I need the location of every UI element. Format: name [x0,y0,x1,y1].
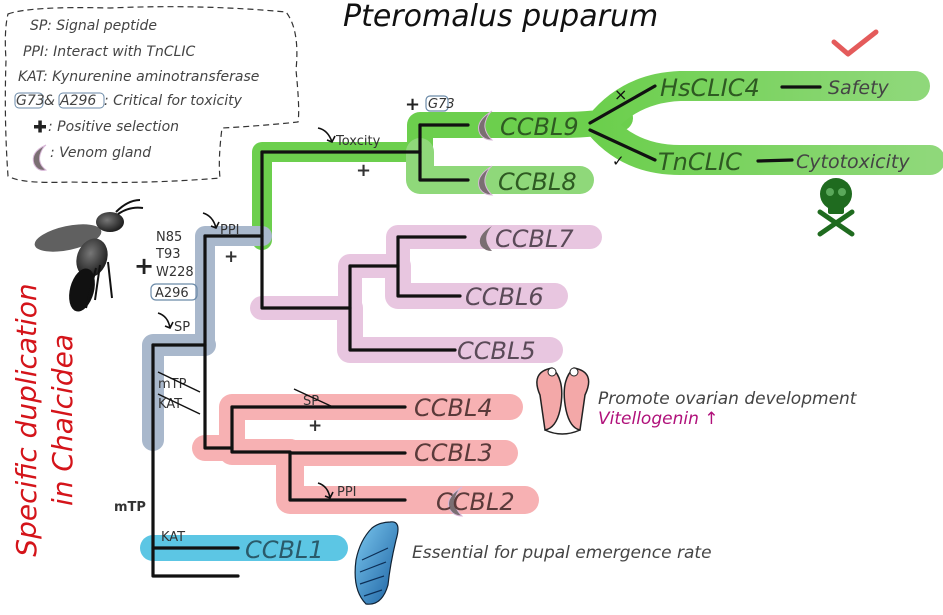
arrow-icon [202,212,220,230]
venom-gland-icon [32,144,48,171]
gene-ccbl7: CCBL7 [495,225,574,253]
wasp-icon [34,199,144,312]
side-label-line1: Specific duplication [10,283,43,556]
ovary-icon [536,367,590,435]
skull-icon [817,178,855,237]
site-a296: A296 [155,286,189,301]
strikethrough-mtp [157,371,201,393]
function-annotations: Promote ovarian development Vitellogenin… [354,367,858,605]
gene-ccbl9: CCBL9 [500,113,579,141]
branch-node2 [203,234,234,450]
legend-amp: & [44,93,55,109]
annotation-g73: G73 [428,97,455,112]
legend-border [4,6,300,184]
branch-annotations: Toxcity + + G73 PPI + N85 T93 W228 A296 … [114,94,455,545]
check-icon [831,29,879,57]
diagram-title: Pteromalus puparum [343,0,658,34]
plus-icon: + [308,416,322,436]
legend-g73: G73 [16,93,45,109]
arrow-icon [317,127,336,144]
annotation-ppi-top: PPI [220,223,240,238]
target-hsclic4: HsCLIC4 [660,74,760,102]
legend: SP: Signal peptide PPI: Interact with Tn… [4,6,300,184]
annotation-sp-lost: SP [303,394,319,409]
annotation-toxicity: Toxcity [335,134,381,149]
site-w228: W228 [156,265,194,280]
legend-kat: KAT: Kynurenine aminotransferase [18,69,259,85]
legend-critical-sites: G73 & A296 : Critical for toxicity [14,92,243,109]
gene-labels: CCBL9 CCBL8 CCBL7 CCBL6 CCBL5 CCBL4 CCBL… [245,113,579,564]
branch-ccbl89 [418,123,470,182]
gene-ccbl2: CCBL2 [436,488,515,516]
gene-ccbl4: CCBL4 [414,394,493,422]
branch-to-hsclic4 [588,84,657,125]
legend-a296: A296 [59,93,96,109]
gene-ccbl1: CCBL1 [245,536,324,564]
arrow-icon [157,312,174,330]
gene-ccbl5: CCBL5 [457,337,536,365]
branch-pink-node [348,264,457,352]
target-safety: Safety [828,77,890,99]
connector-tn-cytotox [756,158,794,163]
gene-ccbl3: CCBL3 [414,439,493,467]
branch-node3 [260,150,352,310]
plus-icon: + [134,252,154,280]
gene-ccbl6: CCBL6 [465,283,544,311]
plus-icon: + [224,247,238,267]
function-vitellogenin: Vitellogenin ↑ [598,409,719,429]
no-binding-mark: × [614,85,627,104]
annotation-kat-lost: KAT [158,397,182,412]
plus-icon [34,120,46,133]
annotation-mtp: mTP [114,500,146,515]
strikethrough-kat [157,393,201,415]
site-n85: N85 [156,230,182,245]
gene-ccbl8: CCBL8 [498,168,577,196]
target-cytotoxicity: Cytotoxicity [796,151,910,173]
arrow-icon [317,482,334,500]
binding-check-mark: ✓ [612,152,625,170]
legend-sp: SP: Signal peptide [30,18,157,34]
venom-gland-icon [478,165,494,196]
function-ovary: Promote ovarian development [598,389,858,409]
function-pupal: Essential for pupal emergence rate [412,543,712,563]
annotation-kat: KAT [161,530,185,545]
targets: HsCLIC4 Safety TnCLIC Cytotoxicity × ✓ [612,29,910,237]
legend-venom-gland: : Venom gland [50,145,151,161]
side-label: Specific duplication in Chalcidea [10,283,79,556]
strikethrough-sp [293,388,334,408]
tree-branches [151,84,822,578]
venom-gland-icon [448,486,464,517]
branch-salmon-node [230,405,292,454]
plus-icon: + [405,94,420,115]
side-label-line2: in Chalcidea [46,334,79,506]
branch-to-tnclic [588,128,657,162]
site-t93: T93 [155,247,180,262]
branch-ccbl67 [396,235,462,298]
target-tnclic: TnCLIC [658,148,742,176]
plus-icon: + [356,160,371,181]
venom-gland-markers [448,110,494,517]
venom-gland-icon [479,226,492,251]
legend-positive-selection: : Positive selection [48,119,179,135]
branch-root [151,343,240,578]
pupa-icon [354,521,399,605]
branch-ccbl23 [288,451,407,502]
annotation-sp: SP [174,320,190,335]
venom-gland-icon [478,110,494,141]
annotation-ppi-ccbl2: PPI [337,485,357,500]
annotation-mtp-lost: mTP [158,377,187,392]
legend-ppi: PPI: Interact with TnCLIC [23,44,196,60]
legend-critical-text: : Critical for toxicity [104,93,243,109]
